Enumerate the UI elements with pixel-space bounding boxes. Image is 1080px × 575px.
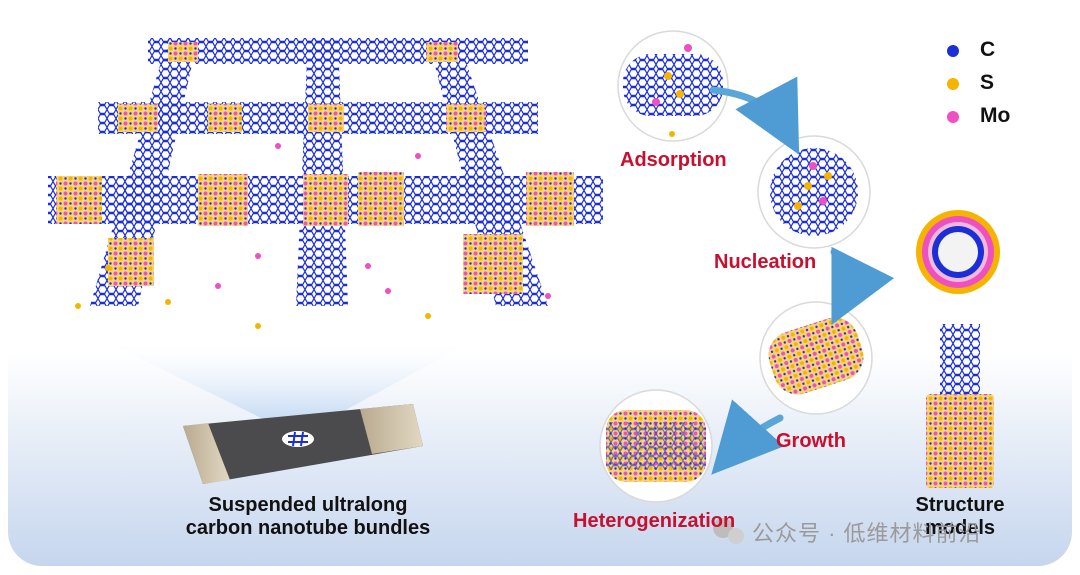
- mos2-coating: [526, 172, 574, 226]
- legend-dot-mo: [947, 111, 959, 123]
- figure-artwork: [48, 30, 1000, 544]
- wechat-icon: [713, 518, 744, 544]
- step-label-heterogenization: Heterogenization: [573, 510, 736, 532]
- mos2-coating: [308, 104, 344, 132]
- device-chip: [183, 404, 423, 484]
- process-circle-heterogenization: [599, 389, 713, 503]
- legend-label-c: C: [980, 38, 996, 61]
- mos2-coating: [56, 176, 102, 224]
- process-circle-adsorption: [617, 30, 729, 142]
- structure-model-cross-section: [916, 210, 1000, 294]
- mos2-coating: [118, 104, 158, 132]
- caption-line-2: carbon nanotube bundles: [185, 517, 431, 539]
- step-label-nucleation: Nucleation: [714, 251, 817, 273]
- structure-caption-line-2: models: [924, 517, 996, 539]
- mos2-coating: [168, 42, 198, 62]
- mos2-coating: [198, 174, 248, 226]
- process-circle-nucleation: [757, 135, 871, 249]
- mos2-coating: [303, 174, 348, 226]
- legend: [947, 45, 959, 123]
- mos2-coating: [446, 104, 486, 132]
- structure-model-side-view: [926, 324, 994, 488]
- step-arrow: [709, 76, 800, 155]
- focus-beam: [98, 338, 478, 436]
- figure-panel: C S Mo Adsorption Nucleation Growth Hete…: [8, 6, 1072, 566]
- mos2-coating: [108, 238, 154, 286]
- legend-dot-s: [947, 78, 959, 90]
- mos2-coating: [426, 42, 458, 62]
- step-arrow: [711, 399, 785, 475]
- step-label-adsorption: Adsorption: [620, 149, 727, 171]
- nanotube-vertical: [296, 38, 348, 306]
- process-circle-growth: [759, 301, 873, 415]
- structure-caption-line-1: Structure: [915, 494, 1005, 516]
- legend-dot-c: [947, 45, 959, 57]
- caption: Suspended ultralong carbon nanotube bund…: [173, 494, 443, 540]
- legend-label-mo: Mo: [980, 104, 1011, 127]
- scattered-atoms: [75, 143, 551, 329]
- caption-line-1: Suspended ultralong: [208, 494, 408, 516]
- legend-label-s: S: [980, 71, 995, 94]
- mos2-coating: [358, 172, 404, 226]
- step-label-growth: Growth: [776, 430, 846, 452]
- watermark-text: 公众号 · 低维材料前沿: [752, 521, 982, 546]
- nanotube-network: [48, 38, 603, 329]
- structure-caption: Structure models: [910, 494, 1010, 540]
- mos2-coating: [208, 104, 242, 132]
- mos2-coating: [463, 234, 523, 294]
- step-arrow: [830, 246, 895, 326]
